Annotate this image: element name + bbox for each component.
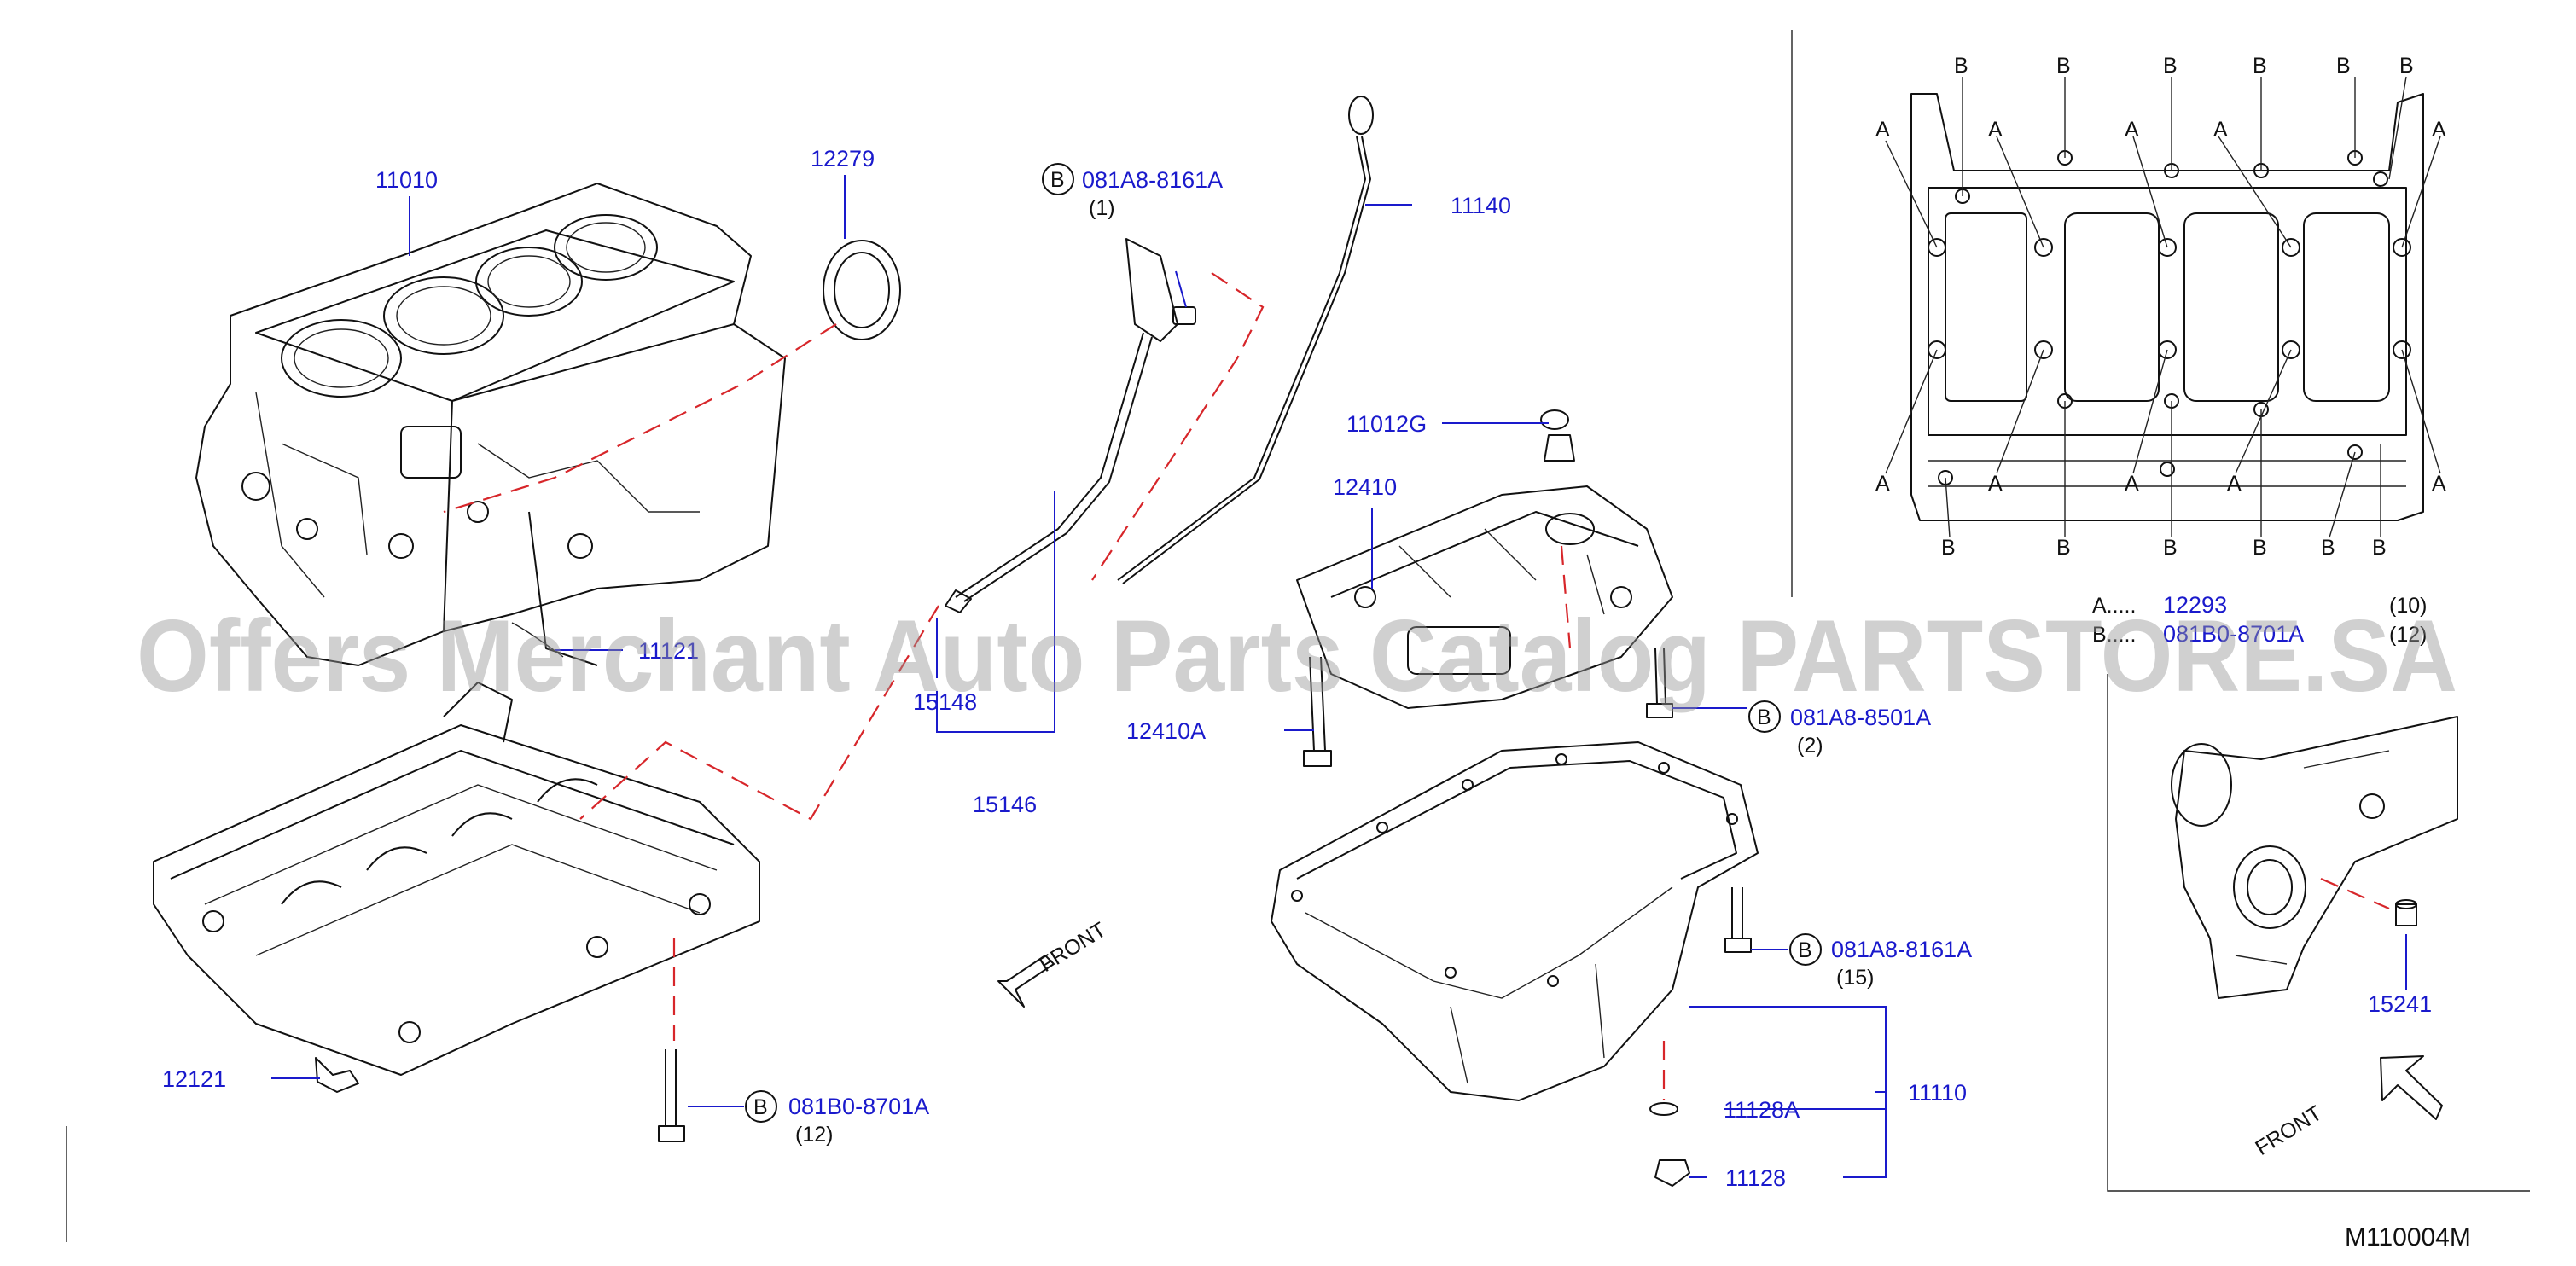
bolt-code: 081A8-8161A bbox=[1831, 937, 1972, 962]
marker-a: A bbox=[2125, 472, 2139, 496]
bolt-marker-letter: B bbox=[753, 1095, 768, 1119]
legend-a-key: A..... bbox=[2092, 594, 2136, 618]
legend-b-qty: (12) bbox=[2389, 623, 2427, 647]
label-15148: 15148 bbox=[913, 689, 977, 715]
marker-a: A bbox=[1875, 472, 1890, 496]
label-11010: 11010 bbox=[375, 167, 438, 193]
bolt-marker-letter: B bbox=[1050, 168, 1065, 192]
front-arrow-icon bbox=[997, 955, 1055, 1008]
bolt-8501A-drawing bbox=[1646, 648, 1673, 718]
marker-b: B bbox=[1954, 54, 1968, 78]
label-15146: 15146 bbox=[973, 792, 1037, 817]
marker-a: A bbox=[1988, 472, 2003, 496]
bolt-marker-circle bbox=[1042, 163, 1074, 195]
bolt-marker-letter: B bbox=[1798, 938, 1812, 962]
inset-frame bbox=[2107, 674, 2530, 1192]
lower-crankcase-drawing bbox=[153, 511, 760, 1076]
diagram-code: M110004M bbox=[2345, 1223, 2471, 1251]
marker-a: A bbox=[2432, 118, 2446, 142]
bolt-callout-3: B 081A8-8161A (15) bbox=[1789, 933, 1972, 990]
front-text: FRONT bbox=[1035, 918, 1110, 977]
marker-b: B bbox=[2321, 536, 2335, 560]
inset-block-drawing bbox=[2171, 716, 2458, 999]
dipstick-drawing bbox=[1117, 96, 1374, 584]
label-11128: 11128 bbox=[1725, 1165, 1786, 1191]
bolt-marker-circle bbox=[1748, 700, 1781, 733]
block-bottom-view bbox=[1910, 93, 2424, 521]
oil-pump-drawing bbox=[1296, 409, 1673, 709]
bolt-8701A-drawing bbox=[658, 1049, 685, 1142]
bolt-qty: (12) bbox=[795, 1123, 833, 1147]
front-arrow-icon bbox=[2380, 1055, 2443, 1120]
bolt-code: 081A8-8501A bbox=[1790, 705, 1931, 730]
watermark-text: Offers Merchant Auto Parts Catalog PARTS… bbox=[137, 599, 2457, 713]
bolt-callout-2: B 081A8-8501A (2) bbox=[1748, 700, 1931, 758]
bolt-callout-4: B 081B0-8701A (12) bbox=[745, 1090, 929, 1147]
marker-a: A bbox=[1988, 118, 2003, 142]
legend-a-qty: (10) bbox=[2389, 594, 2427, 618]
bolt-marker-circle bbox=[745, 1090, 777, 1123]
label-12121: 12121 bbox=[162, 1066, 226, 1092]
label-15241: 15241 bbox=[2368, 991, 2432, 1017]
bolt-code: 081B0-8701A bbox=[788, 1094, 929, 1119]
marker-b: B bbox=[2056, 54, 2071, 78]
label-11128A: 11128A bbox=[1724, 1097, 1800, 1123]
label-11121: 11121 bbox=[638, 638, 699, 664]
marker-b: B bbox=[2399, 54, 2414, 78]
bolt-12410A-drawing bbox=[1303, 656, 1332, 767]
bolt-marker-letter: B bbox=[1757, 706, 1771, 729]
sensor-12121-drawing bbox=[315, 1057, 359, 1093]
legend-b-part: 081B0-8701A bbox=[2163, 621, 2304, 647]
bolt-pan-drawing bbox=[1724, 887, 1752, 953]
label-11110: 11110 bbox=[1908, 1080, 1967, 1106]
legend-b-key: B..... bbox=[2092, 623, 2136, 647]
marker-b: B bbox=[2163, 54, 2178, 78]
marker-b: B bbox=[2372, 536, 2387, 560]
front-text: FRONT bbox=[2251, 1101, 2326, 1160]
bolt-marker-circle bbox=[1789, 933, 1822, 966]
marker-a: A bbox=[2227, 472, 2242, 496]
label-12410: 12410 bbox=[1333, 474, 1397, 500]
oil-pan-drawing bbox=[1271, 741, 1759, 1101]
marker-b: B bbox=[1941, 536, 1956, 560]
marker-b: B bbox=[2253, 536, 2267, 560]
bolt-qty: (1) bbox=[1089, 196, 1115, 220]
cylinder-block-drawing bbox=[195, 183, 786, 666]
drain-plug-drawing bbox=[1654, 1159, 1690, 1187]
label-12279: 12279 bbox=[811, 146, 875, 171]
bolt-qty: (15) bbox=[1836, 966, 1874, 990]
marker-b: B bbox=[2056, 536, 2071, 560]
dipstick-tube-drawing bbox=[945, 238, 1196, 613]
block-markers: B B B B B B A A A A A A A A A A B B B B … bbox=[1875, 54, 2446, 560]
label-11140: 11140 bbox=[1451, 193, 1511, 218]
front-arrow-main: FRONT bbox=[997, 918, 1110, 1008]
bolt-legend: A..... 12293 (10) B..... 081B0-8701A (12… bbox=[2092, 592, 2427, 647]
marker-b: B bbox=[2253, 54, 2267, 78]
leader-lines bbox=[271, 175, 1887, 1178]
label-12410A: 12410A bbox=[1126, 718, 1206, 744]
drain-washer-drawing bbox=[1649, 1102, 1678, 1116]
crankshaft-seal-drawing bbox=[823, 240, 901, 340]
label-11012G: 11012G bbox=[1346, 411, 1427, 437]
marker-a: A bbox=[2432, 472, 2446, 496]
bolt-code: 081A8-8161A bbox=[1082, 167, 1223, 193]
marker-a: A bbox=[2125, 118, 2139, 142]
bolt-qty: (2) bbox=[1797, 734, 1823, 758]
front-arrow-inset: FRONT bbox=[2251, 1055, 2443, 1160]
assembly-lines bbox=[443, 272, 1666, 1100]
marker-b: B bbox=[2163, 536, 2178, 560]
marker-a: A bbox=[2213, 118, 2228, 142]
bolt-callout-1: B 081A8-8161A (1) bbox=[1042, 163, 1223, 220]
marker-b: B bbox=[2336, 54, 2351, 78]
legend-a-part: 12293 bbox=[2163, 592, 2227, 618]
marker-a: A bbox=[1875, 118, 1890, 142]
